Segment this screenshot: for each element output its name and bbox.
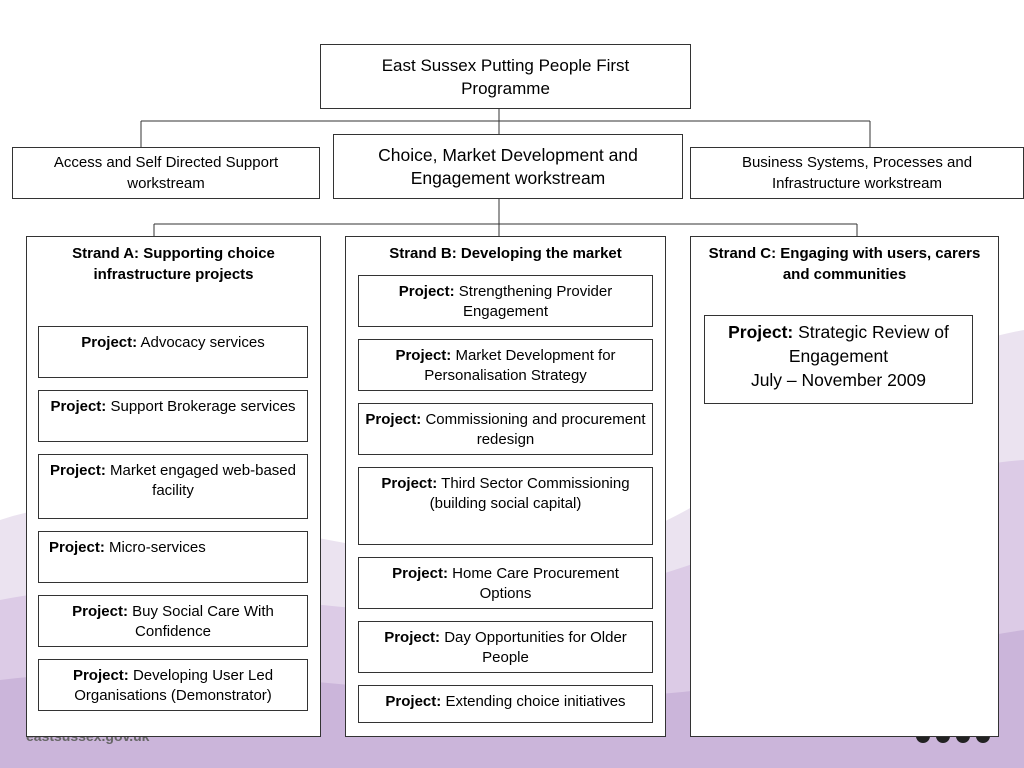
project-keyword: Project: (50, 462, 106, 479)
workstream-choice-label: Choice, Market Development and Engagemen… (378, 144, 638, 188)
project-name: Third Sector Commissioning (building soc… (429, 475, 630, 512)
project-box: Project: Market Development for Personal… (358, 339, 653, 391)
project-keyword: Project: (381, 475, 438, 492)
project-box: Project: Advocacy services (38, 326, 308, 378)
strand-a-title: Strand A: Supporting choice infrastructu… (72, 245, 275, 283)
project-box: Project: Strategic Review of Engagement … (704, 315, 973, 404)
project-box: Project: Market engaged web-based facili… (38, 454, 308, 519)
project-name: Extending choice initiatives (445, 693, 626, 710)
project-box: Project: Commissioning and procurement r… (358, 403, 653, 455)
project-name: Developing User Led Organisations (Demon… (74, 667, 274, 704)
project-name: Home Care Procurement Options (452, 565, 619, 602)
project-keyword: Project: (398, 283, 455, 300)
project-keyword: Project: (384, 629, 441, 646)
project-box: Project: Third Sector Commissioning (bui… (358, 467, 653, 545)
project-keyword: Project: (72, 667, 129, 684)
workstream-business-box: Business Systems, Processes and Infrastr… (690, 147, 1024, 199)
strand-c-title: Strand C: Engaging with users, carers an… (708, 245, 981, 283)
project-name: Strengthening Provider Engagement (458, 283, 613, 320)
project-name: Day Opportunities for Older People (444, 629, 627, 666)
project-dates: July – November 2009 (750, 370, 927, 390)
strand-b-title: Strand B: Developing the market (389, 245, 622, 262)
project-keyword: Project: (395, 347, 452, 364)
project-box: Project: Developing User Led Organisatio… (38, 659, 308, 711)
project-box: Project: Home Care Procurement Options (358, 557, 653, 609)
workstream-choice-box: Choice, Market Development and Engagemen… (333, 134, 683, 199)
programme-title-box: East Sussex Putting People First Program… (320, 44, 691, 109)
workstream-access-label: Access and Self Directed Support workstr… (53, 154, 279, 192)
project-box: Project: Strengthening Provider Engageme… (358, 275, 653, 327)
project-keyword: Project: (49, 539, 105, 556)
project-name: Market Development for Personalisation S… (424, 347, 616, 384)
project-name: Micro-services (109, 539, 206, 556)
workstream-access-box: Access and Self Directed Support workstr… (12, 147, 320, 199)
project-box: Project: Day Opportunities for Older Peo… (358, 621, 653, 673)
project-name: Strategic Review of Engagement (788, 322, 949, 366)
project-box: Project: Micro-services (38, 531, 308, 583)
project-box: Project: Buy Social Care With Confidence (38, 595, 308, 647)
project-name: Market engaged web-based facility (110, 462, 296, 499)
project-keyword: Project: (728, 322, 794, 342)
project-keyword: Project: (72, 603, 128, 620)
project-keyword: Project: (392, 565, 448, 582)
project-name: Advocacy services (140, 334, 265, 351)
project-box: Project: Extending choice initiatives (358, 685, 653, 723)
project-name: Commissioning and procurement redesign (425, 411, 646, 448)
project-keyword: Project: (365, 411, 422, 428)
programme-title: East Sussex Putting People First Program… (381, 55, 630, 98)
workstream-business-label: Business Systems, Processes and Infrastr… (741, 154, 973, 192)
project-keyword: Project: (50, 398, 107, 415)
project-box: Project: Support Brokerage services (38, 390, 308, 442)
strand-c-panel: Strand C: Engaging with users, carers an… (690, 236, 999, 737)
project-keyword: Project: (385, 693, 442, 710)
project-keyword: Project: (81, 334, 138, 351)
project-name: Buy Social Care With Confidence (132, 603, 274, 640)
project-name: Support Brokerage services (110, 398, 296, 415)
